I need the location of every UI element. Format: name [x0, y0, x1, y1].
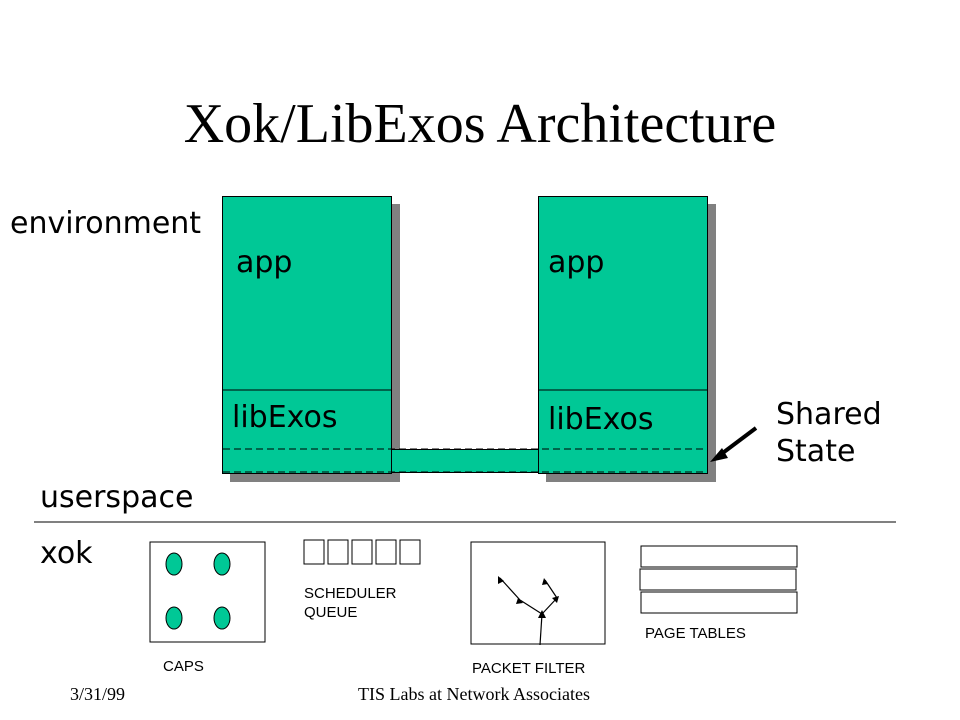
app-column-1 [222, 196, 392, 474]
shared-state-line2: State [776, 434, 856, 469]
app-column-2 [538, 196, 708, 474]
cap-token [213, 552, 231, 576]
app2-label: app [548, 245, 605, 280]
scheduler-line1: SCHEDULER [304, 585, 397, 602]
environment-label: environment [10, 206, 202, 241]
caps-label: CAPS [163, 658, 204, 675]
queue-slot [303, 539, 325, 565]
shared-state-label: Shared State [776, 396, 882, 470]
queue-slot [375, 539, 397, 565]
app1-label: app [236, 245, 293, 280]
queue-slot [399, 539, 421, 565]
cap-token [213, 606, 231, 630]
page-tables-label: PAGE TABLES [645, 625, 746, 642]
userspace-label: userspace [40, 480, 194, 515]
packet-filter-arrowheads [498, 576, 559, 618]
packet-filter-label: PACKET FILTER [472, 660, 586, 677]
packet-filter-tree [499, 577, 558, 646]
scheduler-queue-label: SCHEDULER QUEUE [304, 584, 397, 622]
footer-org: TIS Labs at Network Associates [358, 684, 590, 704]
cap-token [165, 606, 183, 630]
libexos1-label: libExos [232, 400, 338, 435]
shared-state-line1: Shared [776, 397, 882, 432]
shared-state-arrow-head [710, 448, 728, 462]
libexos2-label: libExos [548, 402, 654, 437]
queue-slot [351, 539, 373, 565]
queue-slot [327, 539, 349, 565]
page-table-row [640, 591, 798, 614]
footer-date: 3/31/99 [70, 684, 126, 704]
xok-label: xok [40, 536, 93, 571]
packet-filter-box [470, 541, 606, 645]
page-table-row [640, 545, 798, 568]
cap-token [165, 552, 183, 576]
page-table-row [639, 568, 797, 591]
scheduler-line2: QUEUE [304, 604, 358, 621]
slide-title: Xok/LibExos Architecture [183, 93, 777, 155]
